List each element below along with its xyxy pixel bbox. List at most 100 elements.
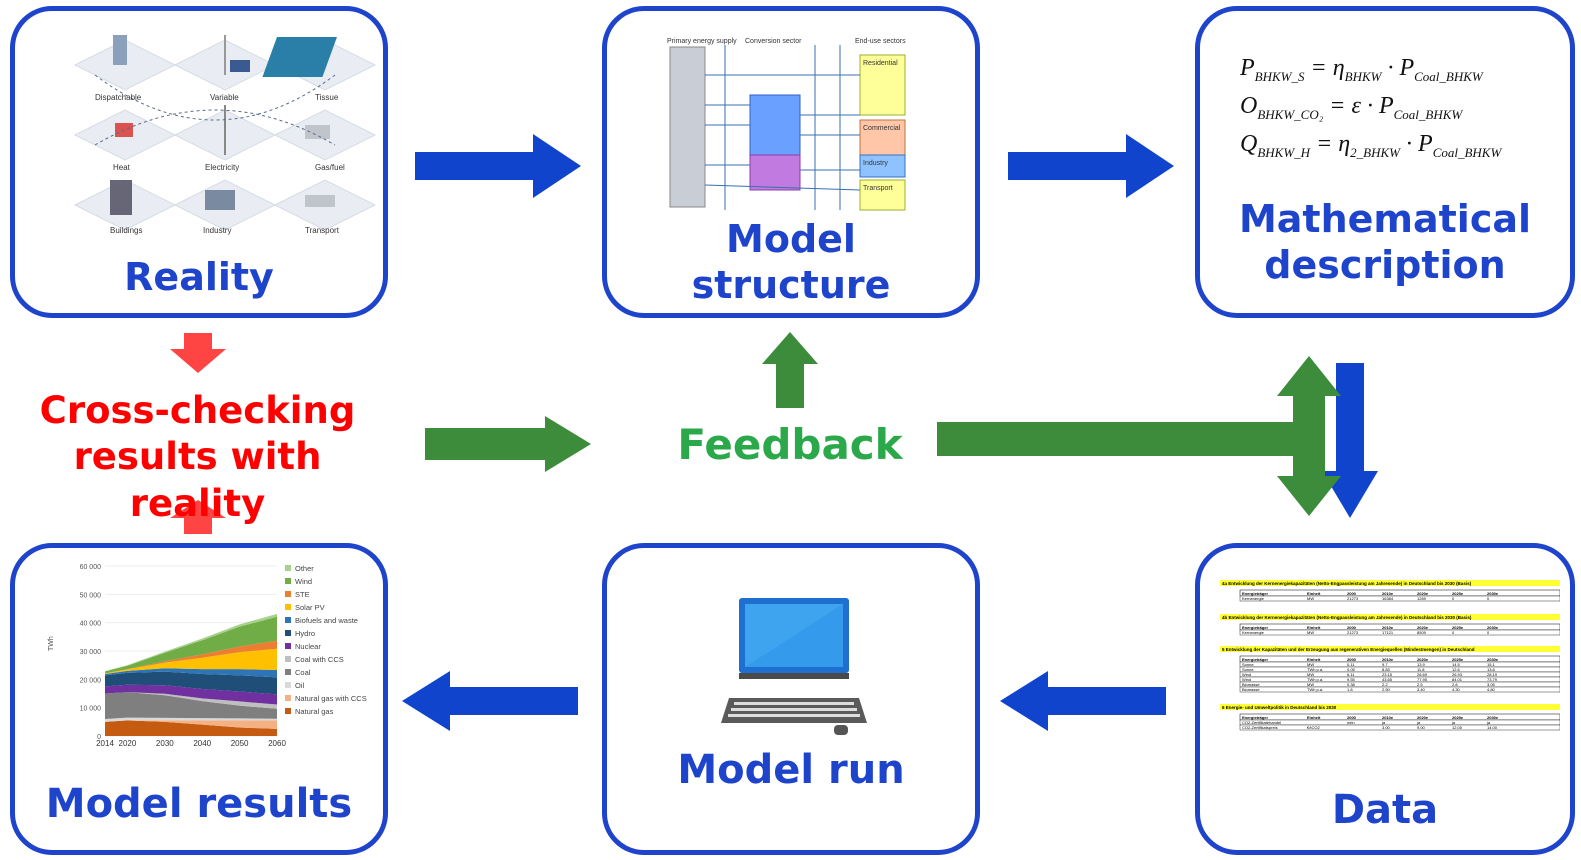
- x-tick-label: 2050: [231, 739, 249, 748]
- table-cell: MW: [1307, 682, 1314, 687]
- table-cell: 0: [1452, 596, 1455, 601]
- column-conversion: Conversion sector: [745, 38, 802, 45]
- table-cell: Wind: [1242, 672, 1251, 677]
- model-structure-box: Primary energy supply Conversion sector …: [602, 6, 980, 318]
- legend-label: Oil: [295, 681, 305, 690]
- map-label-transport: Transport: [305, 226, 340, 235]
- model-structure-label-line2: structure: [691, 262, 891, 307]
- table-cell: nein: [1347, 720, 1355, 725]
- table-section-title: 6 Energie- und Umweltpolitik in Deutschl…: [1222, 705, 1337, 710]
- table-cell: €/tCO2: [1307, 725, 1320, 730]
- cross-checking-line1: Cross-checking: [39, 389, 356, 432]
- arrow-reality-to-structure: [415, 134, 581, 198]
- table-cell: Wind: [1242, 677, 1251, 682]
- formula-2: OBHKW_CO₂ = ε · PCoal_BHKW: [1240, 93, 1463, 122]
- model-run-label: Model run: [677, 747, 905, 793]
- table-cell: 15.1: [1487, 662, 1496, 667]
- table-cell: 8.83: [1382, 667, 1391, 672]
- column-primary-supply: Primary energy supply: [667, 38, 737, 45]
- table-cell: 0: [1487, 596, 1490, 601]
- table-header-cell: 2000: [1347, 625, 1357, 630]
- map-label-industry: Industry: [203, 226, 231, 235]
- model-structure-label-line1: Model: [726, 217, 856, 261]
- table-cell: 26.93: [1452, 672, 1463, 677]
- area-series: [105, 648, 277, 674]
- model-results-label: Model results: [45, 781, 353, 827]
- table-section-title: 5 Entwicklung der Kapazitäten und der Er…: [1222, 647, 1475, 652]
- table-cell: Kernenergie: [1242, 630, 1265, 635]
- table-cell: 1269: [1417, 596, 1427, 601]
- table-cell: 21273: [1347, 596, 1359, 601]
- reality-label: Reality: [124, 255, 274, 299]
- table-cell: 77.95: [1417, 677, 1428, 682]
- y-tick-label: 60 000: [80, 564, 102, 571]
- formula-1: PBHKW_S = ηBHKW · PCoal_BHKW: [1240, 55, 1483, 84]
- table-header-cell: 2030e: [1487, 715, 1499, 720]
- table-cell: 9.00: [1417, 725, 1426, 730]
- table-section-title: 4a Entwicklung der Kernenergiekapazitäte…: [1222, 581, 1472, 586]
- table-header-cell: 2010e: [1382, 591, 1394, 596]
- arrow-run-to-results: [402, 671, 578, 731]
- x-tick-label: 2030: [156, 739, 174, 748]
- y-tick-label: 40 000: [80, 621, 102, 628]
- map-label-buildings: Buildings: [110, 226, 142, 235]
- table-cell: MW: [1307, 662, 1314, 667]
- legend-swatch: [285, 656, 291, 662]
- y-tick-label: 30 000: [80, 649, 102, 656]
- table-cell: 8509: [1417, 630, 1427, 635]
- table-cell: MW: [1307, 630, 1314, 635]
- y-axis-label: TWh: [48, 636, 55, 651]
- table-cell: Kernenergie: [1242, 596, 1265, 601]
- table-cell: ja: [1381, 720, 1386, 725]
- area-series: [105, 671, 277, 695]
- area-series: [105, 616, 277, 674]
- table-header-cell: 2020e: [1417, 591, 1429, 596]
- table-cell: Biomasse: [1242, 687, 1260, 692]
- model-run-box: Model run: [602, 543, 980, 855]
- legend-swatch: [285, 669, 291, 675]
- table-header-cell: 2000: [1347, 657, 1357, 662]
- table-cell: 84.01: [1452, 677, 1463, 682]
- table-cell: 2.5: [1417, 682, 1423, 687]
- table-cell: 6.11: [1347, 672, 1355, 677]
- table-cell: 4.80: [1487, 687, 1496, 692]
- table-cell: 17121: [1382, 630, 1394, 635]
- table-cell: 3.40: [1417, 687, 1426, 692]
- legend-label: Wind: [295, 577, 312, 586]
- table-cell: 13.9: [1417, 662, 1426, 667]
- table-header-cell: 2030e: [1487, 657, 1499, 662]
- arrow-structure-to-math: [1008, 134, 1174, 198]
- area-series: [105, 692, 277, 709]
- y-tick-label: 0: [97, 734, 101, 741]
- math-label-line1: Mathematical: [1238, 197, 1532, 241]
- table-header-cell: Einheit: [1307, 715, 1321, 720]
- table-header-cell: 2025e: [1452, 625, 1464, 630]
- legend-label: Nuclear: [295, 642, 321, 651]
- table-cell: 16384: [1382, 596, 1394, 601]
- table-header-cell: 2020e: [1417, 715, 1429, 720]
- table-cell: 11.8: [1417, 667, 1425, 672]
- legend-label: Biofuels and waste: [295, 616, 358, 625]
- legend-label: Hydro: [295, 629, 315, 638]
- cross-checking-text: Cross-checking results with reality: [0, 388, 395, 527]
- energy-system-map-image: Dispatchable Variable Tissue Heat Electr…: [73, 35, 377, 235]
- model-structure-label: Model structure: [607, 217, 975, 308]
- table-cell: 2.8: [1452, 682, 1458, 687]
- table-header-cell: Einheit: [1307, 591, 1321, 596]
- arrow-results-to-crosscheck: [170, 500, 226, 534]
- table-cell: 0.11: [1347, 662, 1355, 667]
- sector-commercial: Commercial: [863, 125, 901, 132]
- legend-label: Coal: [295, 668, 311, 677]
- map-label-variable: Variable: [210, 93, 239, 102]
- table-cell: 12.00: [1452, 725, 1463, 730]
- computer-icon: [721, 598, 867, 735]
- arrow-feedback-to-structure: [762, 332, 818, 408]
- legend-swatch: [285, 617, 291, 623]
- table-cell: 2.50: [1382, 687, 1391, 692]
- table-cell: MW: [1307, 596, 1314, 601]
- data-label: Data: [1331, 787, 1439, 833]
- legend-swatch: [285, 604, 291, 610]
- area-series: [105, 640, 277, 674]
